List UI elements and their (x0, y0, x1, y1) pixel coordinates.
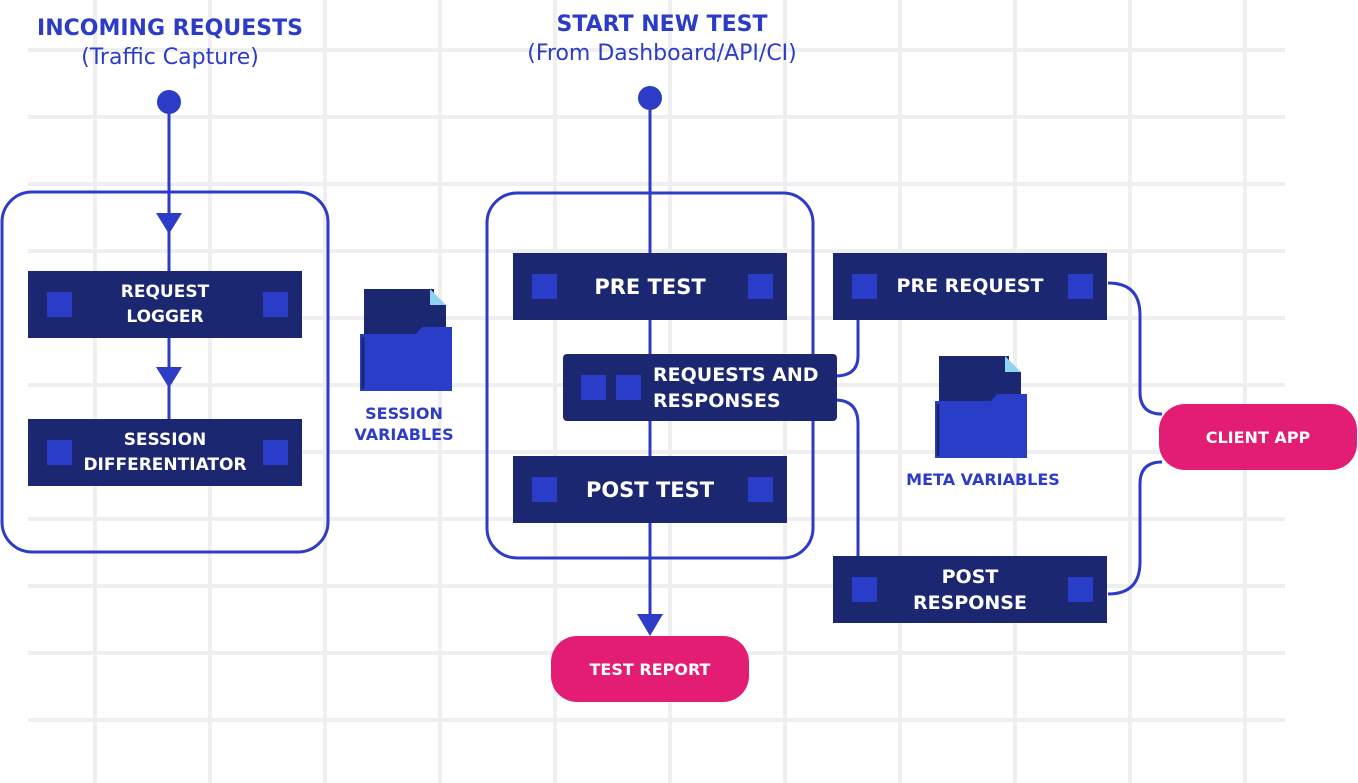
node-marker (47, 292, 72, 317)
request-logger-label-line1: REQUEST (120, 281, 210, 302)
node-marker (263, 440, 288, 465)
session-differentiator-label-line2: DIFFERENTIATOR (83, 454, 247, 475)
node-marker (47, 440, 72, 465)
node-marker (748, 477, 773, 502)
session-variables-caption: SESSION VARIABLES (340, 403, 468, 445)
node-marker (532, 274, 557, 299)
node-marker (748, 274, 773, 299)
request-logger-node: REQUEST LOGGER (28, 271, 302, 338)
incoming-requests-title: INCOMING REQUESTS (37, 16, 303, 41)
capture-group-outline (0, 190, 330, 554)
incoming-requests-heading: INCOMING REQUESTS (Traffic Capture) (30, 14, 310, 72)
node-marker (581, 375, 606, 400)
session-differentiator-label-line1: SESSION (123, 429, 207, 450)
node-marker (532, 477, 557, 502)
arrow-down-icon (156, 367, 182, 388)
post-test-label: POST TEST (585, 477, 715, 502)
requests-and-responses-line2: RESPONSES (653, 389, 781, 412)
node-marker (1068, 274, 1093, 299)
request-logger-label-line2: LOGGER (126, 306, 204, 327)
requests-and-responses-line1: REQUESTS AND (653, 363, 819, 386)
post-response-to-client-line (1107, 460, 1163, 596)
incoming-start-dot-icon (157, 90, 181, 114)
meta-variables-caption: META VARIABLES (906, 470, 1060, 489)
start-new-test-heading: START NEW TEST (From Dashboard/API/CI) (485, 10, 839, 68)
to-post-response-line (834, 398, 860, 556)
node-marker (616, 375, 641, 400)
pre-request-node: PRE REQUEST (833, 253, 1107, 320)
test-start-dot-icon (638, 86, 662, 110)
node-marker (263, 292, 288, 317)
pre-test-node: PRE TEST (513, 253, 787, 320)
post-response-node: POST RESPONSE (833, 556, 1107, 623)
incoming-requests-subtitle: (Traffic Capture) (81, 45, 259, 70)
arrow-down-icon (637, 614, 663, 636)
client-app-pill: CLIENT APP (1159, 404, 1357, 470)
session-variables-line1: SESSION (365, 404, 443, 423)
session-variables-folder-icon (360, 289, 452, 391)
pre-request-to-client-line (1107, 281, 1163, 416)
session-variables-line2: VARIABLES (354, 425, 454, 444)
meta-variables-folder-icon (935, 356, 1027, 458)
node-marker (852, 274, 877, 299)
node-marker (1068, 577, 1093, 602)
requests-and-responses-node: REQUESTS AND RESPONSES (563, 354, 837, 421)
start-new-test-title: START NEW TEST (556, 12, 768, 37)
start-new-test-subtitle: (From Dashboard/API/CI) (527, 41, 797, 66)
post-test-node: POST TEST (513, 456, 787, 523)
to-pre-request-line (834, 318, 860, 378)
arrow-down-icon (156, 213, 182, 234)
pre-test-label: PRE TEST (594, 274, 706, 299)
node-marker (852, 577, 877, 602)
post-response-line1: POST (941, 565, 999, 588)
post-response-line2: RESPONSE (913, 591, 1027, 614)
session-differentiator-node: SESSION DIFFERENTIATOR (28, 419, 302, 486)
test-report-pill: TEST REPORT (551, 636, 749, 702)
pre-request-label: PRE REQUEST (896, 275, 1044, 297)
